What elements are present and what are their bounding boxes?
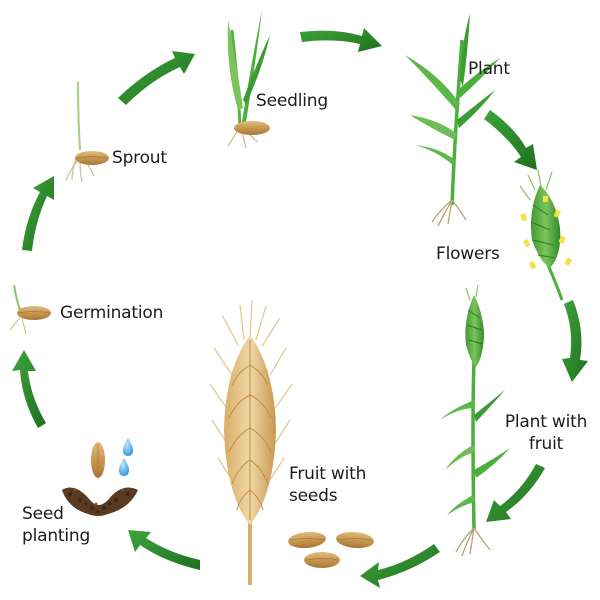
arrow-flowers-to-fruit-plant — [562, 300, 588, 382]
label-fruit-with-seeds: Fruit with seeds — [289, 463, 366, 507]
plant-with-fruit-illustration — [440, 284, 510, 557]
cycle-arrows — [12, 28, 588, 588]
label-fruit-with-seeds-line1: Fruit with — [289, 464, 367, 484]
plant-illustration — [405, 14, 500, 227]
sprout-illustration — [65, 81, 109, 183]
label-seed-planting: Seed planting — [22, 503, 90, 547]
label-seed-planting-line1: Seed — [22, 504, 64, 524]
ripe-ear-illustration — [209, 299, 293, 585]
label-plant: Plant — [468, 59, 510, 79]
label-seedling: Seedling — [256, 91, 328, 111]
arrow-seedling-to-plant — [300, 28, 382, 52]
arrow-fruit-plant-to-seeds — [486, 464, 545, 522]
arrow-seeds-to-planting-lower — [360, 544, 440, 588]
flowering-ear-illustration — [519, 169, 573, 301]
label-flowers: Flowers — [436, 244, 500, 264]
label-plant-with-fruit-line2: fruit — [528, 434, 564, 454]
arrow-planting-to-germination — [12, 350, 46, 428]
label-seed-planting-line2: planting — [22, 526, 91, 546]
seed-planting-illustration — [62, 438, 138, 516]
arrow-sprout-to-seedling — [118, 51, 195, 105]
arrow-germination-to-sprout — [22, 176, 54, 251]
arrow-to-seed-planting — [128, 530, 200, 570]
seedling-illustration — [227, 10, 270, 149]
label-plant-with-fruit: Plant with fruit — [494, 411, 598, 455]
loose-seeds-illustration — [288, 531, 374, 568]
arrow-plant-to-flowers — [484, 110, 537, 170]
label-sprout: Sprout — [112, 148, 167, 168]
label-germination: Germination — [60, 303, 164, 323]
label-plant-with-fruit-line1: Plant with — [504, 412, 588, 432]
label-fruit-with-seeds-line2: seeds — [289, 486, 338, 506]
germination-illustration — [9, 284, 51, 335]
